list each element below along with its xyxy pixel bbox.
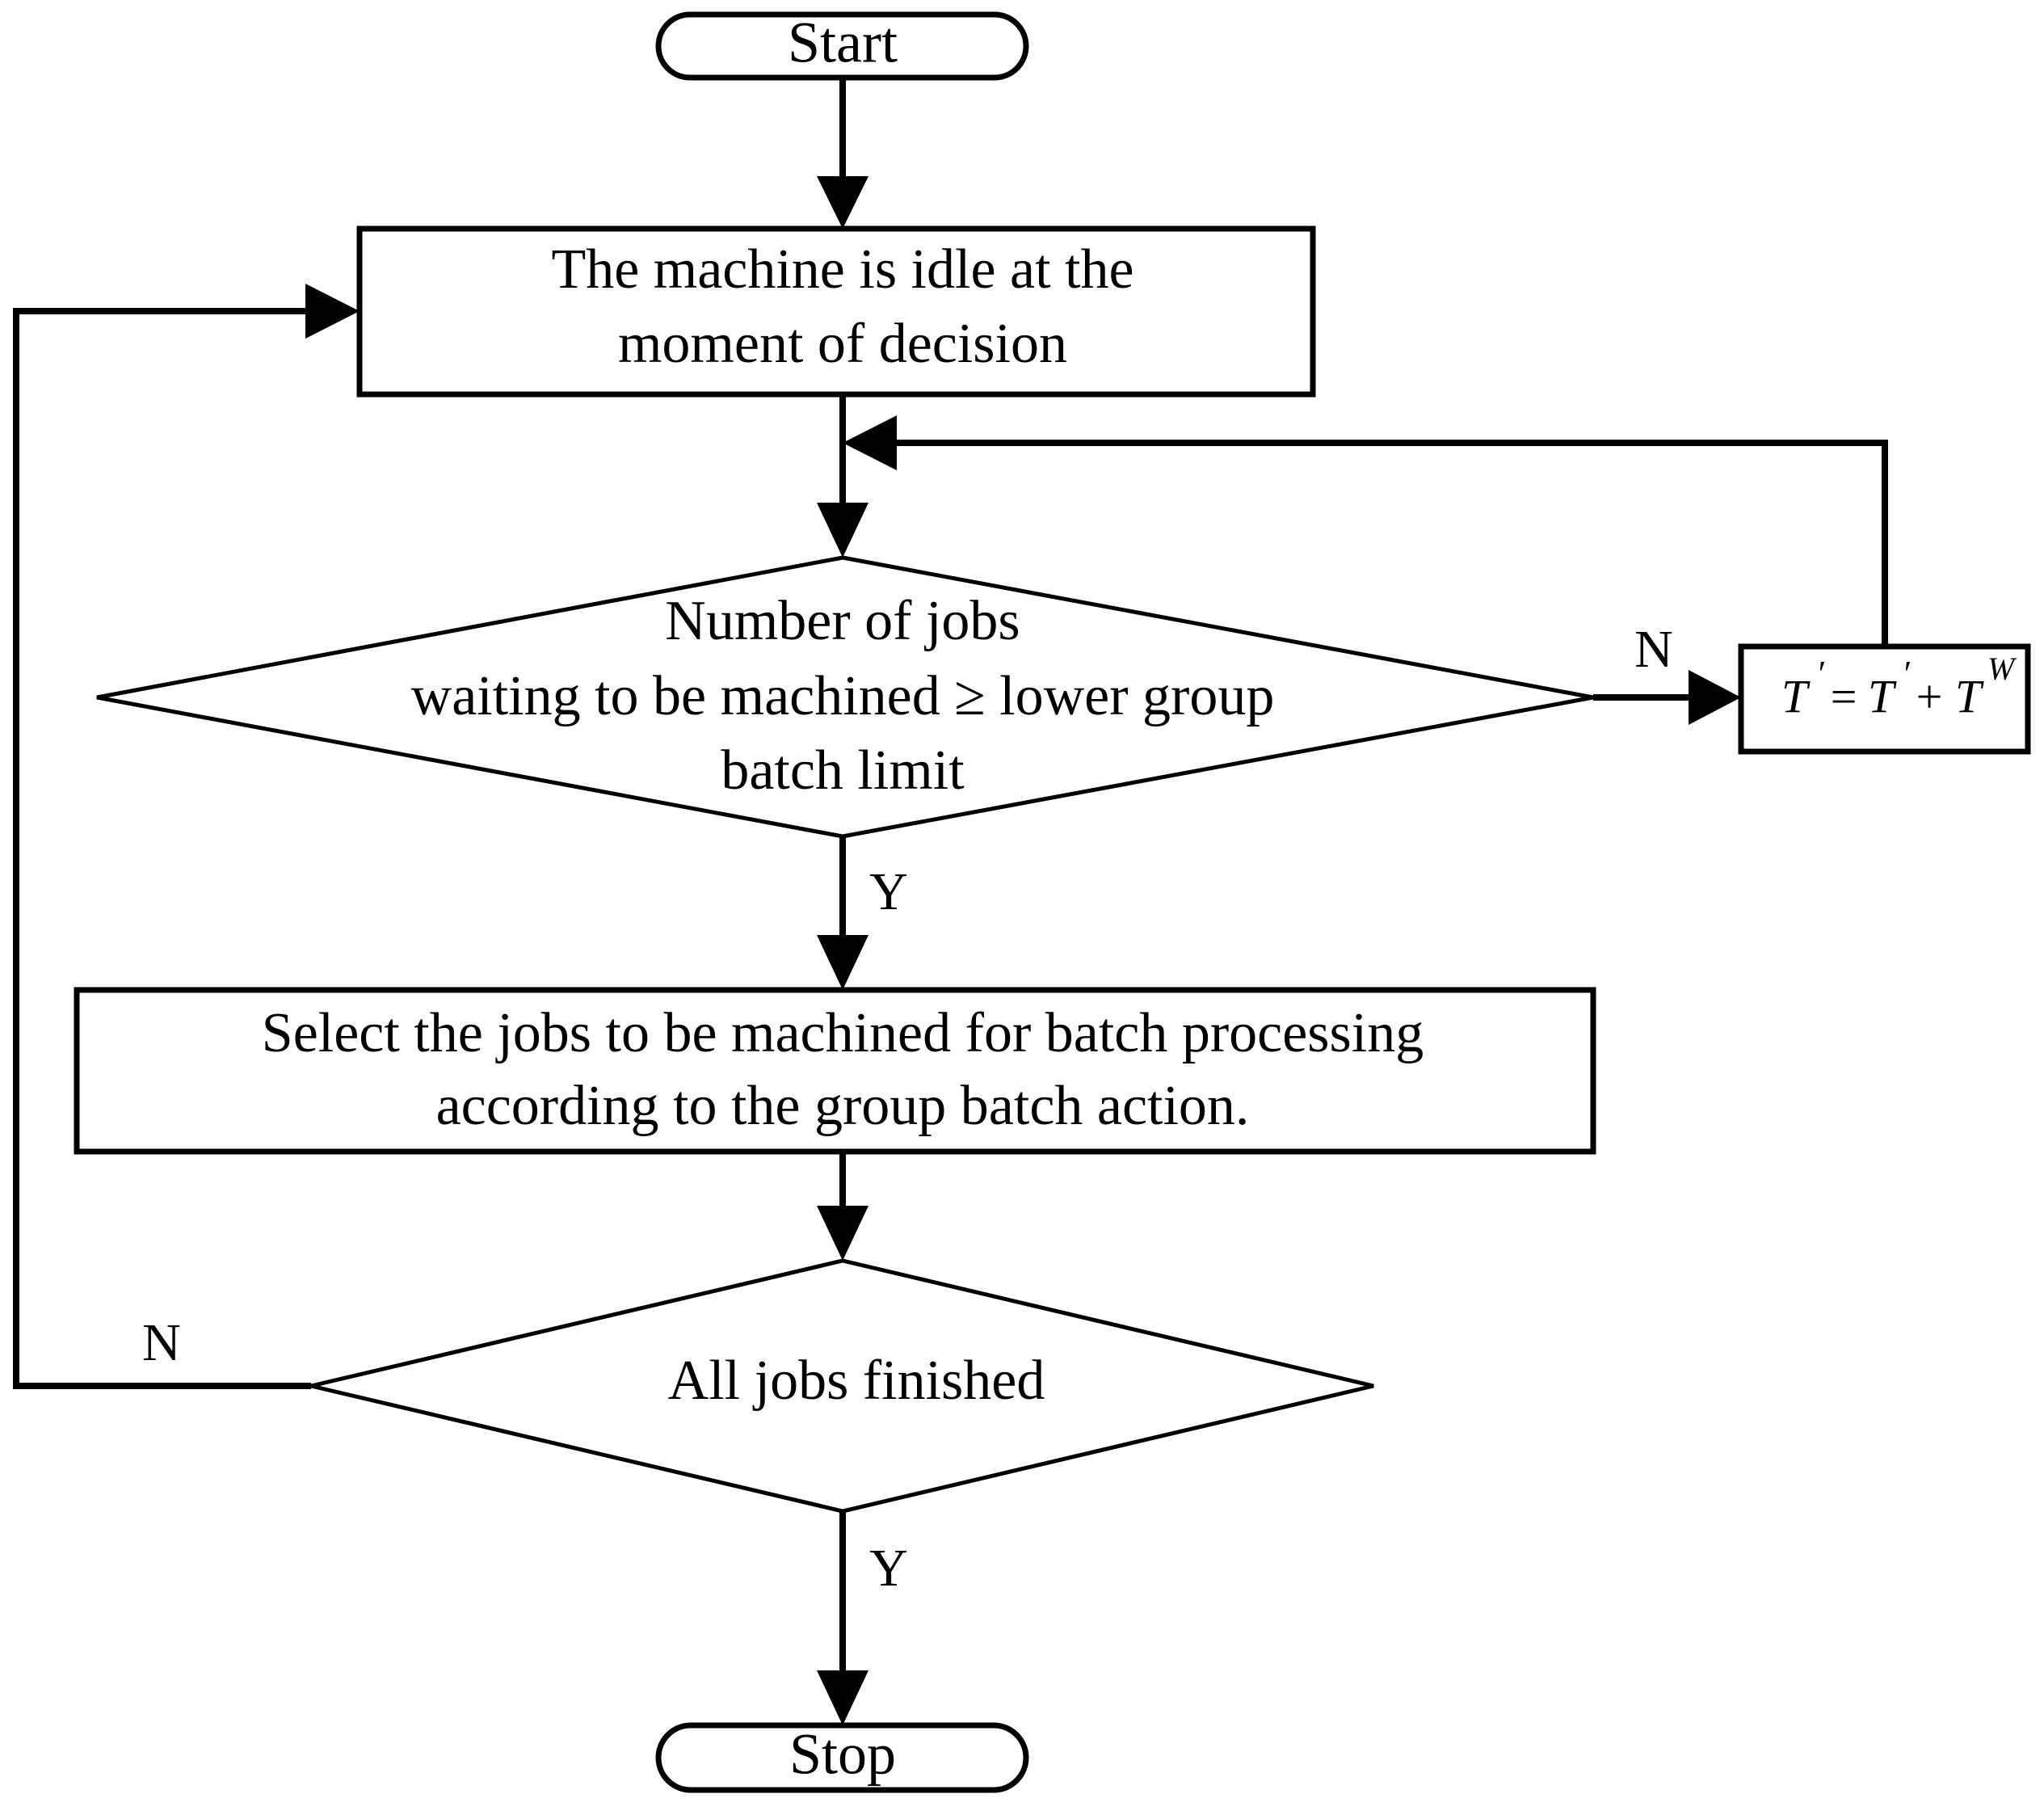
time-update-rhs2-superscript: W (1987, 651, 2017, 687)
jobs-check-line3: batch limit (721, 739, 965, 802)
machine-idle-shape (356, 225, 1316, 398)
node-stop[interactable]: Stop (655, 1722, 1029, 1793)
all-finished-no-label: N (142, 1313, 181, 1372)
node-machine-idle[interactable]: The machine is idle at the moment of dec… (356, 225, 1316, 398)
jobs-check-line1: Number of jobs (665, 590, 1020, 652)
edge-start-to-machine-idle (817, 77, 868, 229)
node-select-jobs[interactable]: Select the jobs to be machined for batch… (74, 987, 1596, 1155)
machine-idle-line2: moment of decision (618, 313, 1067, 375)
edge-all-finished-yes (817, 1511, 868, 1725)
node-time-update[interactable]: T ′ = T ′ + T W (1738, 643, 2031, 755)
all-finished-yes-label: Y (869, 1539, 908, 1598)
edge-all-finished-no-loopback (13, 284, 360, 1389)
select-jobs-line1: Select the jobs to be machined for batch… (262, 1002, 1424, 1064)
time-update-plus: + (1913, 670, 1945, 722)
time-update-rhs2: T (1955, 670, 1984, 722)
time-update-shape (1738, 643, 2031, 755)
edge-time-update-loopback (843, 415, 1888, 646)
time-update-lhs-prime: ′ (1816, 654, 1825, 693)
all-finished-line1: All jobs finished (668, 1350, 1045, 1412)
jobs-check-line2: waiting to be machined ≥ lower group (411, 665, 1275, 727)
time-update-rhs1: T (1868, 670, 1897, 722)
node-jobs-check[interactable]: Number of jobs waiting to be machined ≥ … (96, 555, 1594, 839)
select-jobs-line2: according to the group batch action. (436, 1075, 1250, 1137)
start-label: Start (788, 11, 898, 75)
edge-jobs-check-no (1593, 670, 1741, 725)
jobs-check-no-label: N (1634, 620, 1673, 679)
select-jobs-shape (74, 987, 1596, 1155)
time-update-equals: = (1827, 670, 1859, 722)
edge-select-jobs-to-all-finished (817, 1152, 868, 1261)
edge-jobs-check-yes (817, 836, 868, 990)
time-update-rhs1-prime: ′ (1902, 654, 1911, 693)
all-finished-shape (310, 1258, 1374, 1514)
machine-idle-line1: The machine is idle at the (551, 238, 1133, 301)
node-start[interactable]: Start (655, 11, 1029, 81)
stop-shape (655, 1722, 1029, 1793)
time-update-lhs: T (1781, 670, 1811, 722)
jobs-check-yes-label: Y (869, 862, 908, 921)
start-shape (655, 11, 1029, 81)
stop-label: Stop (789, 1722, 896, 1787)
node-all-finished[interactable]: All jobs finished (310, 1258, 1374, 1514)
edge-machine-idle-to-jobs-check (817, 394, 868, 558)
jobs-check-shape (96, 555, 1594, 839)
